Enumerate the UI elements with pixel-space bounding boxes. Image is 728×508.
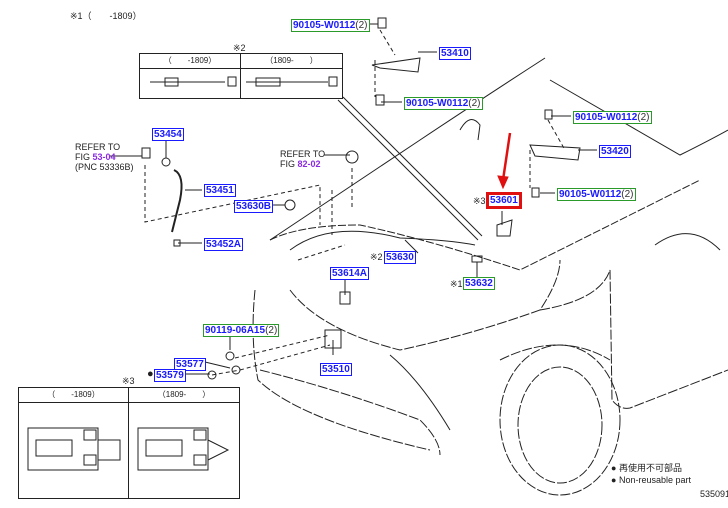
table-divider <box>240 54 241 98</box>
reference-fig-82-02: REFER TO FIG 82-02 <box>280 149 325 169</box>
part-53614a[interactable]: 53614A <box>330 267 370 280</box>
table-col-after: （1809- ） <box>129 388 239 403</box>
part-53577[interactable]: 53577 <box>174 358 206 371</box>
note-mark-53630: ※2 <box>370 252 383 262</box>
part-53451[interactable]: 53451 <box>204 184 236 197</box>
table-col-before: （ -1809） <box>19 388 129 403</box>
part-53632[interactable]: 53632 <box>463 277 495 290</box>
note-mark-53601: ※3 <box>473 196 486 206</box>
ref-text: REFER TO <box>280 149 326 159</box>
part-53630[interactable]: 53630 <box>384 251 416 264</box>
ref-text: FIG <box>75 152 90 162</box>
part-90105-w0112-mid[interactable]: 90105-W0112(2) <box>404 97 483 110</box>
part-53579[interactable]: 53579 <box>154 369 186 382</box>
legend-jp: 再使用不可部品 <box>618 463 682 473</box>
part-53420[interactable]: 53420 <box>599 145 631 158</box>
part-53630b[interactable]: 53630B <box>234 200 274 213</box>
ref-pnc: (PNC 53336B) <box>75 162 134 172</box>
part-53510[interactable]: 53510 <box>320 363 352 376</box>
diagram-id: 535091 <box>700 489 728 499</box>
ref-text: FIG <box>280 159 295 169</box>
part-53410[interactable]: 53410 <box>439 47 471 60</box>
part-53452a[interactable]: 53452A <box>204 238 244 251</box>
part-90105-w0112-right-bottom[interactable]: 90105-W0112(2) <box>557 188 636 201</box>
note-mark-53632: ※1 <box>450 279 463 289</box>
bullet-icon: ● <box>611 475 617 485</box>
variant-table-cable: （ -1809） （1809- ） <box>139 53 343 99</box>
table-col-before: （ -1809） <box>140 54 241 69</box>
reference-fig-53-04: REFER TO FIG 53-04 (PNC 53336B) <box>75 142 134 172</box>
part-90105-w0112-right-top[interactable]: 90105-W0112(2) <box>573 111 652 124</box>
note-1: ※1（ -1809） <box>70 11 142 21</box>
ref-link-82-02[interactable]: 82-02 <box>297 159 321 169</box>
part-53454[interactable]: 53454 <box>152 128 184 141</box>
legend: ● 再使用不可部品 ● Non-reusable part <box>611 462 691 486</box>
part-90105-w0112-top[interactable]: 90105-W0112(2) <box>291 19 370 32</box>
bullet-icon: ● <box>611 463 617 473</box>
non-reusable-bullet: ● <box>147 368 154 380</box>
ref-link-53-04[interactable]: 53-04 <box>92 152 116 162</box>
part-90119-06a15[interactable]: 90119-06A15(2) <box>203 324 280 337</box>
note-2: ※2 <box>233 43 246 53</box>
table-col-after: （1809- ） <box>241 54 342 69</box>
variant-table-latch: （ -1809） （1809- ） <box>18 387 240 499</box>
part-53601-highlighted[interactable]: 53601 <box>486 192 522 209</box>
legend-en: Non-reusable part <box>618 475 691 485</box>
table-divider <box>128 388 129 498</box>
ref-text: REFER TO <box>75 142 121 152</box>
note-3: ※3 <box>122 376 135 386</box>
